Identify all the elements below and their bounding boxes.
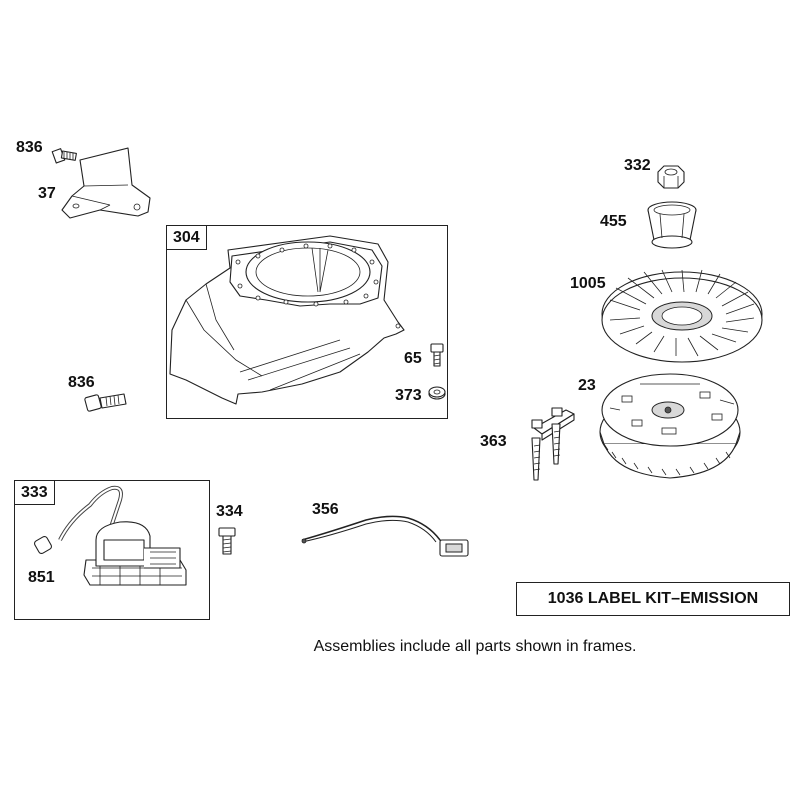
flywheel-23-drawing — [599, 373, 741, 479]
assembly-frame-304: 304 — [166, 225, 448, 419]
screw-334-drawing — [218, 527, 236, 555]
screw-65-drawing — [430, 343, 444, 367]
ignition-coil-333-drawing — [33, 485, 187, 586]
assemblies-footnote: Assemblies include all parts shown in fr… — [313, 638, 637, 655]
nut-332-drawing — [657, 165, 685, 189]
label-kit-text: 1036 LABEL KIT–EMISSION — [547, 590, 759, 607]
part-label-836-mid: 836 — [68, 374, 95, 391]
part-label-332: 332 — [624, 157, 651, 174]
part-label-23: 23 — [578, 377, 596, 394]
fan-1005-drawing — [601, 269, 763, 363]
nut-373-drawing — [428, 386, 446, 400]
part-label-1005: 1005 — [570, 275, 606, 292]
assembly-frame-333: 333 — [14, 480, 210, 620]
frame-label-333: 333 — [14, 480, 55, 505]
label-kit-box: 1036 LABEL KIT–EMISSION — [516, 582, 790, 616]
bracket-363-drawing — [531, 407, 575, 481]
wire-356-drawing — [301, 515, 469, 557]
bolt-836-top-drawing — [51, 148, 77, 164]
part-label-37: 37 — [38, 185, 56, 202]
part-label-356: 356 — [312, 501, 339, 518]
part-label-65: 65 — [404, 350, 422, 367]
frame-label-304: 304 — [166, 225, 207, 250]
part-label-363: 363 — [480, 433, 507, 450]
bolt-836-mid-drawing — [84, 393, 127, 412]
part-label-373: 373 — [395, 387, 422, 404]
blower-housing-304-drawing — [169, 235, 405, 405]
part-label-455: 455 — [600, 213, 627, 230]
cup-455-drawing — [647, 201, 697, 249]
part-label-851: 851 — [28, 569, 55, 586]
shield-37-drawing — [61, 147, 151, 219]
part-label-836-top: 836 — [16, 139, 43, 156]
part-label-334: 334 — [216, 503, 243, 520]
